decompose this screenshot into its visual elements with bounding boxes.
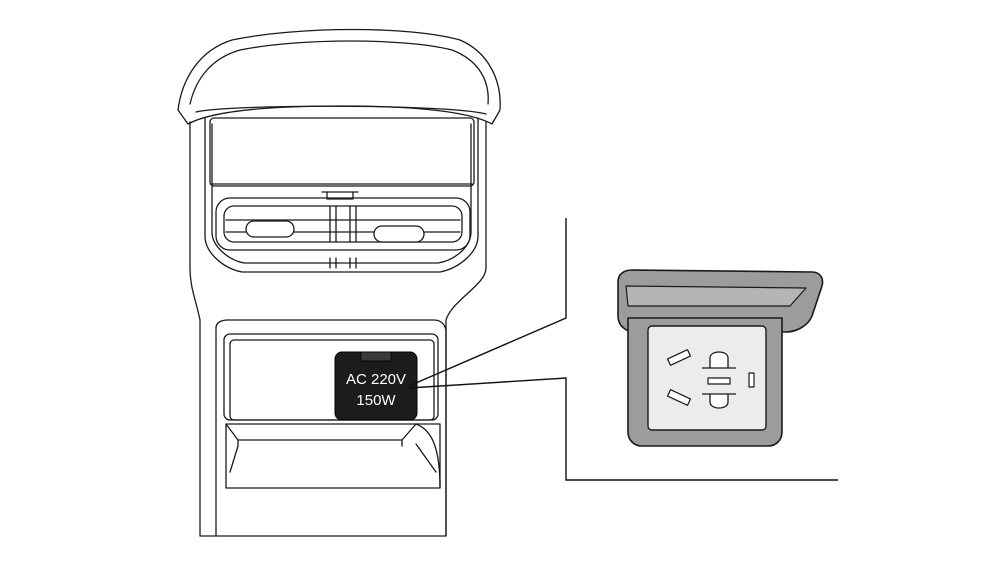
socket-slot-right [748, 372, 755, 388]
socket-pin-top [702, 351, 736, 369]
socket-slot-center [707, 377, 731, 385]
socket-cover-top [625, 285, 807, 307]
vent-knob-right [373, 225, 425, 243]
lower-recess [215, 319, 447, 537]
callout-lines [408, 218, 838, 481]
outlet-voltage-label: AC 220V [346, 371, 406, 388]
armrest-cap-inner [189, 40, 489, 105]
socket-slot-lower-left [666, 389, 692, 406]
socket-face [647, 325, 767, 431]
callout-line-upper [408, 218, 567, 387]
vent-knob-left [245, 220, 295, 238]
vent-bezel [204, 117, 479, 273]
socket-slot-upper-left [666, 349, 692, 366]
rear-console [177, 28, 501, 537]
callout-line-lower [408, 377, 838, 481]
outlet-cover-tab [360, 351, 392, 362]
socket-detail [617, 269, 824, 447]
console-outlet: AC 220V 150W [334, 351, 418, 421]
upper-panel [209, 117, 475, 187]
socket-pin-bottom [702, 393, 736, 409]
vent-frame [215, 197, 471, 251]
outlet-power-label: 150W [356, 392, 396, 409]
